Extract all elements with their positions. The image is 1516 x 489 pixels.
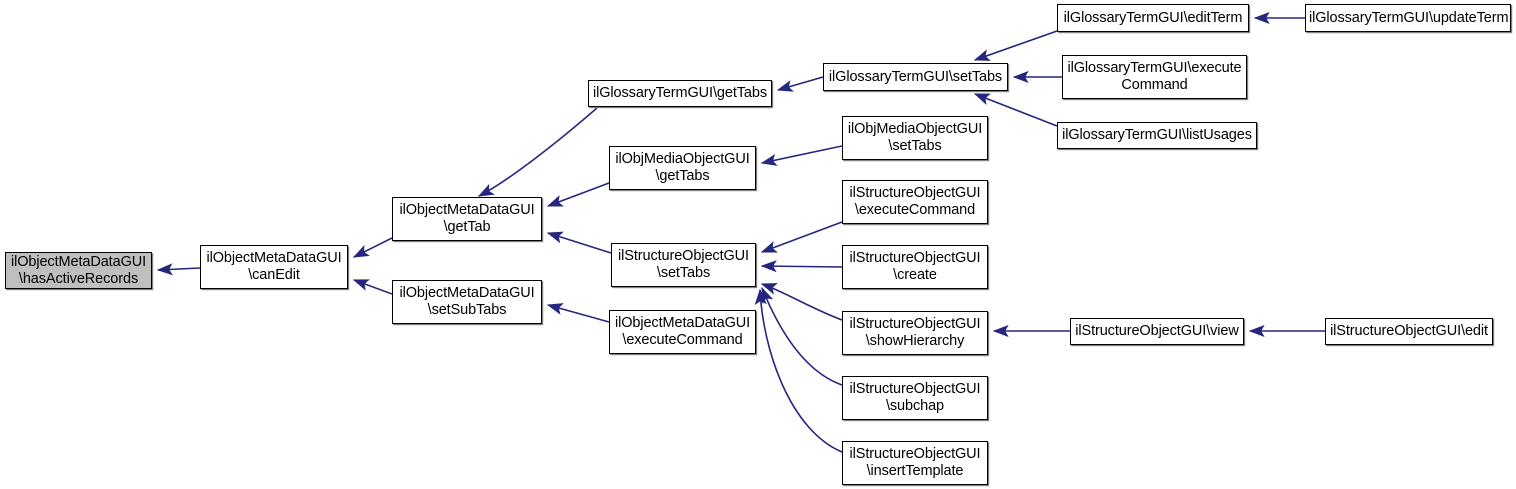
graph-edge-getTab-to-canEdit bbox=[352, 237, 393, 258]
graph-node-label: ilGlossaryTermGUI\setTabs bbox=[828, 68, 1003, 85]
graph-node-label: ilStructureObjectGUI \insertTemplate bbox=[849, 446, 981, 479]
graph-node-label: ilStructureObjectGUI\view bbox=[1075, 323, 1239, 339]
graph-node-label: ilGlossaryTermGUI\execute Command bbox=[1067, 60, 1242, 93]
graph-edge-glossaryGetTabs-to-getTab bbox=[477, 107, 598, 197]
graph-node-label: ilObjMediaObjectGUI \setTabs bbox=[847, 121, 983, 154]
graph-node-label: ilStructureObjectGUI \showHierarchy bbox=[849, 316, 981, 349]
graph-node-label: ilStructureObjectGUI \executeCommand bbox=[849, 185, 981, 218]
graph-node-label: ilObjectMetaDataGUI \setSubTabs bbox=[399, 285, 535, 318]
graph-edge-mediaSetTabs-to-mediaGetTabs bbox=[760, 145, 843, 166]
graph-node-setSubTabs[interactable]: ilObjectMetaDataGUI \setSubTabs bbox=[392, 280, 542, 324]
graph-node-structExecuteCommand[interactable]: ilStructureObjectGUI \executeCommand bbox=[842, 180, 988, 224]
graph-node-label: ilStructureObjectGUI \setTabs bbox=[618, 248, 749, 281]
graph-edge-mdExecuteCommand-to-setSubTabs bbox=[546, 303, 610, 323]
graph-node-label: ilStructureObjectGUI\edit bbox=[1330, 323, 1488, 339]
graph-node-mediaGetTabs[interactable]: ilObjMediaObjectGUI \getTabs bbox=[609, 146, 756, 190]
graph-node-glossaryGetTabs[interactable]: ilGlossaryTermGUI\getTabs bbox=[588, 80, 772, 107]
graph-node-label: ilObjectMetaDataGUI \executeCommand bbox=[614, 315, 751, 348]
graph-node-structSetTabs[interactable]: ilStructureObjectGUI \setTabs bbox=[611, 243, 756, 287]
graph-node-mediaSetTabs[interactable]: ilObjMediaObjectGUI \setTabs bbox=[842, 116, 988, 160]
graph-edge-structInsertTemplate-to-structSetTabs bbox=[754, 288, 843, 453]
graph-edge-canEdit-to-hasActiveRecords bbox=[156, 263, 201, 276]
graph-edge-structSetTabs-to-getTab bbox=[546, 231, 612, 254]
graph-edge-glossarySetTabs-to-glossaryGetTabs bbox=[776, 76, 824, 92]
graph-node-structInsertTemplate[interactable]: ilStructureObjectGUI \insertTemplate bbox=[842, 441, 988, 485]
graph-node-listUsages[interactable]: ilGlossaryTermGUI\listUsages bbox=[1057, 122, 1257, 149]
graph-edge-structSubchap-to-structSetTabs bbox=[761, 286, 843, 386]
graph-edge-mediaGetTabs-to-getTab bbox=[546, 182, 610, 207]
graph-edge-structShowHierarchy-to-structSetTabs bbox=[760, 283, 843, 321]
graph-node-structView[interactable]: ilStructureObjectGUI\view bbox=[1070, 318, 1244, 345]
graph-node-structShowHierarchy[interactable]: ilStructureObjectGUI \showHierarchy bbox=[842, 311, 988, 355]
graph-node-updateTerm[interactable]: ilGlossaryTermGUI\updateTerm bbox=[1305, 4, 1511, 32]
graph-edge-structExecuteCommand-to-structSetTabs bbox=[760, 221, 843, 253]
graph-node-getTab[interactable]: ilObjectMetaDataGUI \getTab bbox=[392, 197, 542, 241]
graph-node-label: ilGlossaryTermGUI\updateTerm bbox=[1309, 9, 1509, 26]
graph-node-mdExecuteCommand[interactable]: ilObjectMetaDataGUI \executeCommand bbox=[609, 310, 756, 354]
graph-edge-setSubTabs-to-canEdit bbox=[352, 279, 393, 295]
graph-node-editTerm[interactable]: ilGlossaryTermGUI\editTerm bbox=[1057, 4, 1249, 32]
graph-node-label: ilStructureObjectGUI \create bbox=[849, 250, 981, 283]
graph-node-hasActiveRecords[interactable]: ilObjectMetaDataGUI \hasActiveRecords bbox=[5, 252, 152, 289]
graph-node-structSubchap[interactable]: ilStructureObjectGUI \subchap bbox=[842, 376, 988, 420]
graph-node-canEdit[interactable]: ilObjectMetaDataGUI \canEdit bbox=[200, 245, 348, 289]
graph-node-glossarySetTabs[interactable]: ilGlossaryTermGUI\setTabs bbox=[823, 63, 1008, 91]
graph-edge-structCreate-to-structSetTabs bbox=[760, 260, 843, 273]
graph-node-label: ilObjectMetaDataGUI \getTab bbox=[399, 202, 535, 235]
graph-node-label: ilGlossaryTermGUI\getTabs bbox=[593, 85, 767, 101]
graph-node-structCreate[interactable]: ilStructureObjectGUI \create bbox=[842, 245, 988, 289]
graph-node-label: ilObjMediaObjectGUI \getTabs bbox=[615, 151, 750, 184]
graph-node-label: ilObjectMetaDataGUI \hasActiveRecords bbox=[10, 253, 147, 287]
graph-node-glossaryExecuteCommand[interactable]: ilGlossaryTermGUI\execute Command bbox=[1062, 55, 1247, 99]
graph-node-label: ilStructureObjectGUI \subchap bbox=[849, 381, 981, 414]
graph-node-label: ilObjectMetaDataGUI \canEdit bbox=[206, 250, 342, 283]
graph-edge-editTerm-to-glossarySetTabs bbox=[973, 30, 1058, 61]
graph-node-label: ilGlossaryTermGUI\editTerm bbox=[1063, 9, 1243, 26]
graph-node-label: ilGlossaryTermGUI\listUsages bbox=[1062, 127, 1252, 143]
graph-node-structEdit[interactable]: ilStructureObjectGUI\edit bbox=[1325, 318, 1493, 345]
